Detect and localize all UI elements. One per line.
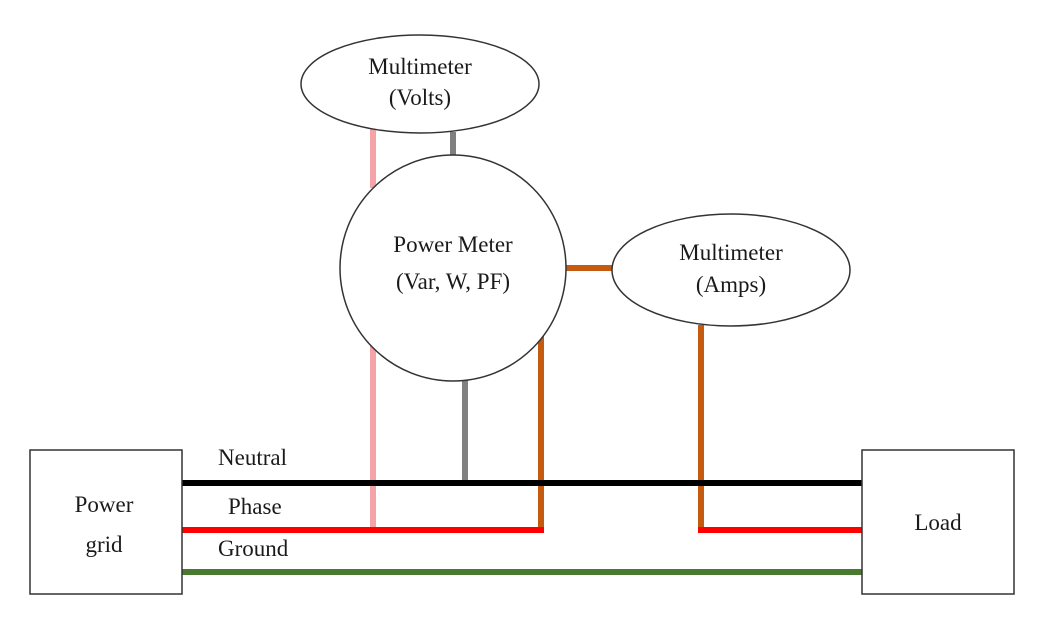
power-meter-label-1: Power Meter <box>393 232 513 257</box>
power-grid-node <box>29 449 183 595</box>
phase-label: Phase <box>228 494 282 519</box>
power-meter-label-2: (Var, W, PF) <box>396 269 510 294</box>
multimeter-volts-label-2: (Volts) <box>389 85 451 110</box>
power-grid-label-2: grid <box>85 532 123 557</box>
power-grid-label-1: Power <box>75 492 134 517</box>
neutral-label: Neutral <box>218 445 287 470</box>
multimeter-amps-node <box>611 213 851 327</box>
multimeter-volts-label-1: Multimeter <box>368 54 472 79</box>
ground-label: Ground <box>218 536 289 561</box>
multimeter-volts-node <box>300 34 540 134</box>
load-label: Load <box>914 510 962 535</box>
multimeter-amps-label-1: Multimeter <box>679 240 783 265</box>
load-node <box>861 449 1015 595</box>
multimeter-amps-label-2: (Amps) <box>696 272 766 297</box>
power-meter-node <box>339 154 567 382</box>
